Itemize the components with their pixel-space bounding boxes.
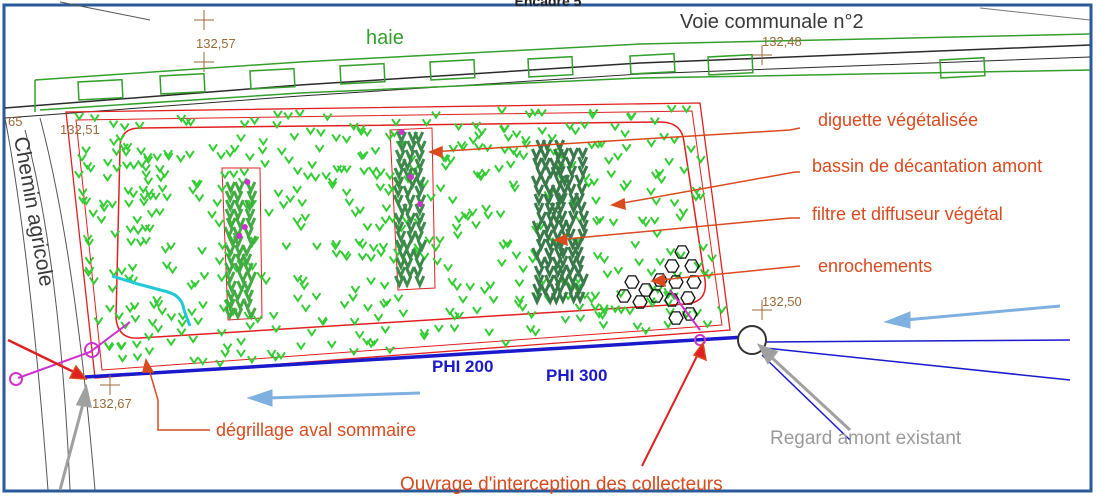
pipe-label-phi300: PHI 300 [546,366,607,385]
frame-border [2,3,1093,493]
label-enrochements: enrochements [818,256,932,276]
road-and-hedge [4,1,1091,119]
elevation-3: 132,51 [60,122,100,137]
label-diguette: diguette végétalisée [818,110,978,130]
label-ouvrage: Ouvrage d'interception des collecteurs [400,474,723,494]
label-filtre: filtre et diffuseur végétal [812,204,1003,224]
road-label: Voie communale n°2 [680,11,864,33]
elevation-marks [100,10,772,395]
hedge-label: haie [366,27,404,49]
path-label: Chemin agricole [9,135,58,288]
label-bassin: bassin de décantation amont [812,156,1042,176]
pipes [84,335,1071,441]
magenta-outlet [9,289,706,386]
label-regard: Regard amont existant [770,428,962,449]
pipe-label-phi200: PHI 200 [432,357,493,376]
label-degrillage: dégrillage aval sommaire [216,420,416,440]
elevation-2: 132,48 [762,34,802,49]
annotation-leaders [7,127,801,467]
elevation-1: 132,57 [196,36,236,51]
elevation-5: 132,50 [762,294,802,309]
elevation-4: 65 [8,114,22,129]
figure-title: Encadré 5 [515,0,582,9]
enrochements-rocks [616,245,702,325]
grey-leaders [58,343,852,491]
flow-arrows [246,304,1061,407]
agricultural-path [4,117,96,491]
filter-vegetation [223,129,590,321]
hedge-boxes [77,52,986,101]
basin [65,102,731,379]
elevation-6: 132,67 [92,396,132,411]
cyan-channel [111,274,192,327]
